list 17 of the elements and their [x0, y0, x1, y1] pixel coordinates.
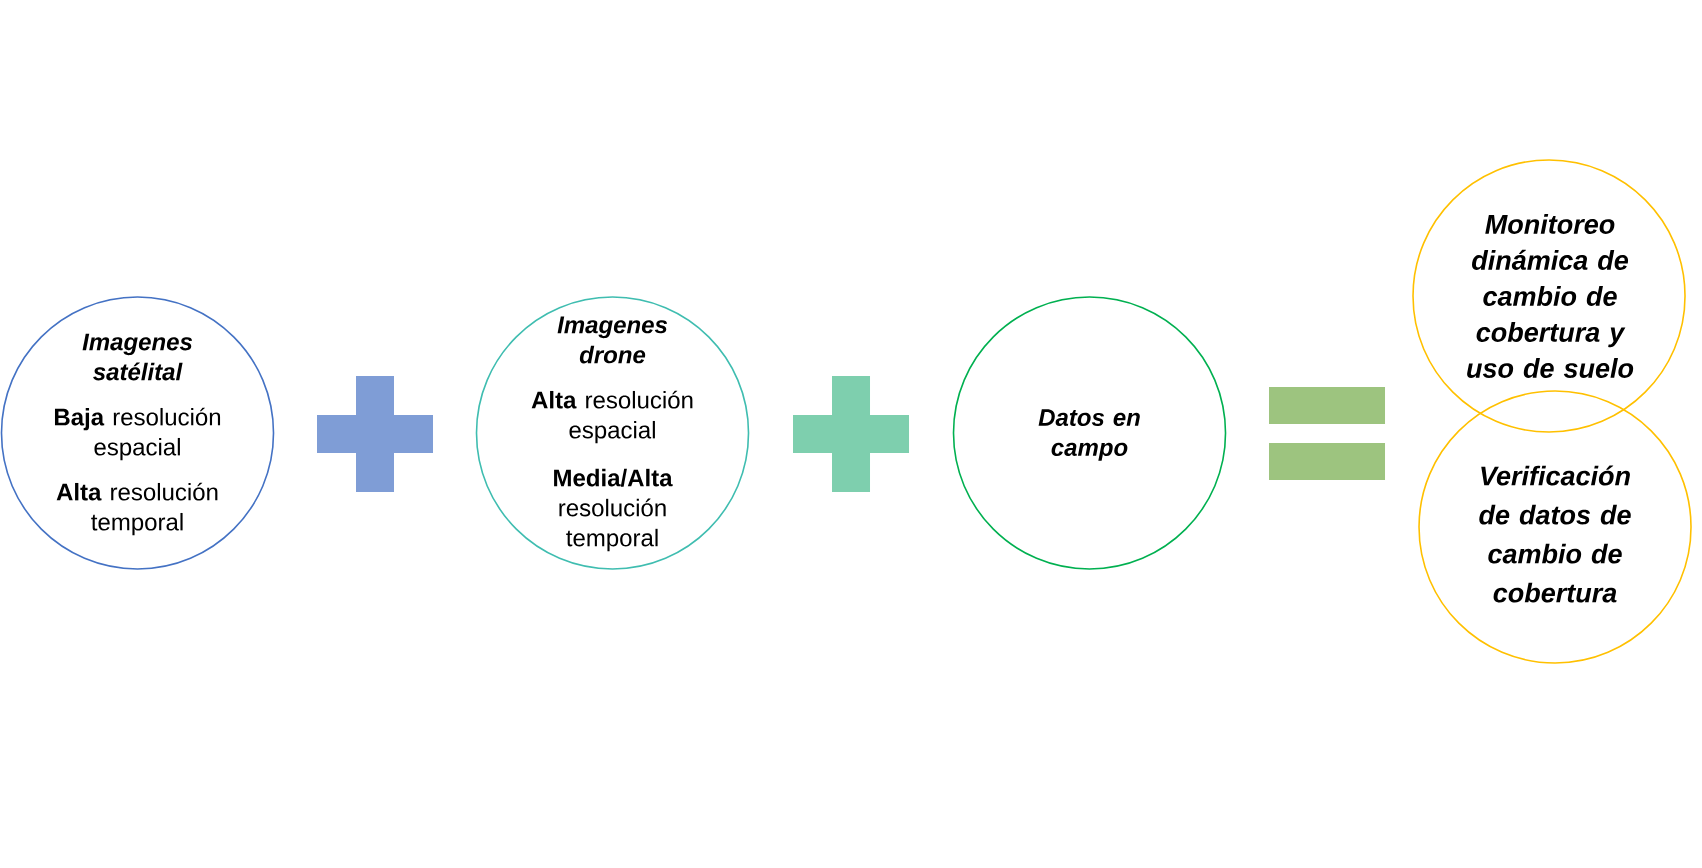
circle-label: Monitoreo dinámica de cambio de cobertura y uso de suelo	[1467, 214, 1634, 378]
heading: Imagenes satélital	[82, 333, 193, 381]
circle	[0, 296, 275, 570]
description: Alta resolución temporal	[56, 482, 218, 536]
circle-label: Verificación de datos de cambio de cobertura	[1479, 465, 1631, 603]
description: Alta resolución espacial	[531, 390, 693, 444]
plus-sign	[317, 376, 433, 492]
circle	[1418, 390, 1692, 664]
description: Media/Alta resolución temporal	[554, 468, 673, 552]
plus-sign	[793, 376, 909, 492]
circle	[1412, 159, 1686, 433]
description: Baja resolución espacial	[55, 407, 221, 461]
circle	[952, 296, 1227, 570]
circle-label: Datos en campo	[1038, 409, 1140, 461]
circle	[475, 296, 750, 570]
heading: Imagenes drone	[557, 316, 668, 364]
equals-sign	[1269, 387, 1385, 480]
